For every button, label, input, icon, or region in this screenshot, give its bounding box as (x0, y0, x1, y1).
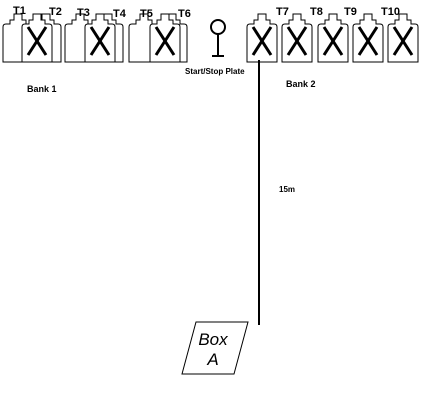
target-label-t5: T5 (140, 8, 153, 20)
start-stop-plate (210, 19, 226, 57)
target-label-t10: T10 (381, 6, 400, 18)
x-mark-stroke (154, 26, 176, 56)
target-silhouette (317, 13, 349, 63)
target-silhouette (352, 13, 384, 63)
target-silhouette (387, 13, 419, 63)
target-label-t8: T8 (310, 6, 323, 18)
distance-label: 15m (279, 185, 296, 194)
plate-head (210, 19, 226, 35)
box-label-line-1: Box (198, 330, 228, 349)
shooting-box-a (181, 321, 249, 375)
target-label-t1: T1 (13, 5, 26, 17)
target-t6 (149, 13, 181, 63)
start-stop-plate-label: Start/Stop Plate (185, 67, 245, 76)
target-bank2-4 (352, 13, 384, 63)
x-mark-stroke (357, 26, 379, 56)
target-silhouette (281, 13, 313, 63)
target-label-t2: T2 (49, 6, 62, 18)
target-bank2-3 (317, 13, 349, 63)
target-t2 (21, 13, 53, 63)
target-t4 (84, 13, 116, 63)
target-label-t6: T6 (178, 8, 191, 20)
x-mark-stroke (26, 26, 48, 56)
target-label-t4: T4 (113, 8, 126, 20)
x-mark-stroke (89, 26, 111, 56)
x-mark-stroke (392, 26, 414, 56)
target-bank2-5 (387, 13, 419, 63)
bank-1-label: Bank 1 (27, 84, 57, 94)
x-mark-stroke (322, 26, 344, 56)
x-mark-stroke (286, 26, 308, 56)
target-bank2-2 (281, 13, 313, 63)
box-a-label: Box A (188, 330, 238, 370)
bank-2-label: Bank 2 (286, 79, 316, 89)
target-label-t9: T9 (344, 6, 357, 18)
target-label-t7: T7 (276, 6, 289, 18)
target-label-t3: T3 (77, 7, 90, 19)
x-mark-stroke (251, 26, 273, 56)
box-label-line-2: A (207, 350, 219, 369)
target-silhouette (246, 13, 278, 63)
targets-layer (2, 13, 419, 63)
target-bank2-1 (246, 13, 278, 63)
